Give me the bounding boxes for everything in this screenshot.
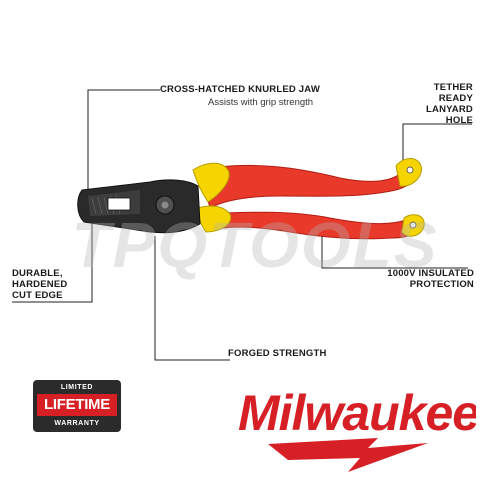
upper-handle [199, 164, 419, 209]
brand-logo: Milwaukee [228, 368, 480, 478]
tether-hole-icon-2 [409, 221, 417, 229]
forged-callout: FORGED STRENGTH [228, 348, 327, 359]
forged-callout-line [154, 236, 230, 361]
lightning-bolt-icon [268, 438, 428, 472]
warranty-badge: LIMITED LIFETIME WARRANTY [27, 376, 127, 436]
upper-collar [192, 162, 230, 203]
warranty-bottom-text: WARRANTY [54, 420, 100, 427]
tether-callout: TETHER READY LANYARD HOLE [426, 82, 473, 126]
tether-callout-line [402, 123, 472, 162]
insulated-callout-line [321, 236, 468, 269]
cutter-notch [107, 197, 131, 211]
warranty-middle-text: LIFETIME [37, 394, 117, 416]
pivot-center [161, 201, 169, 209]
cut-edge-callout: DURABLE, HARDENED CUT EDGE [12, 268, 68, 301]
jaw-callout-subtitle: Assists with grip strength [208, 97, 314, 108]
watermark: TPQTOOLS [71, 209, 439, 281]
brand-name: Milwaukee [238, 385, 476, 441]
cut-edge-callout-line [12, 217, 93, 303]
tether-hole-icon [406, 166, 414, 174]
insulated-callout: 1000V INSULATED PROTECTION [387, 268, 474, 290]
jaw-callout-line [87, 89, 160, 191]
brand-logo-graphic: Milwaukee [238, 385, 480, 472]
jaw-callout-title: CROSS-HATCHED KNURLED JAW [160, 84, 320, 95]
warranty-top-text: LIMITED [60, 384, 94, 391]
